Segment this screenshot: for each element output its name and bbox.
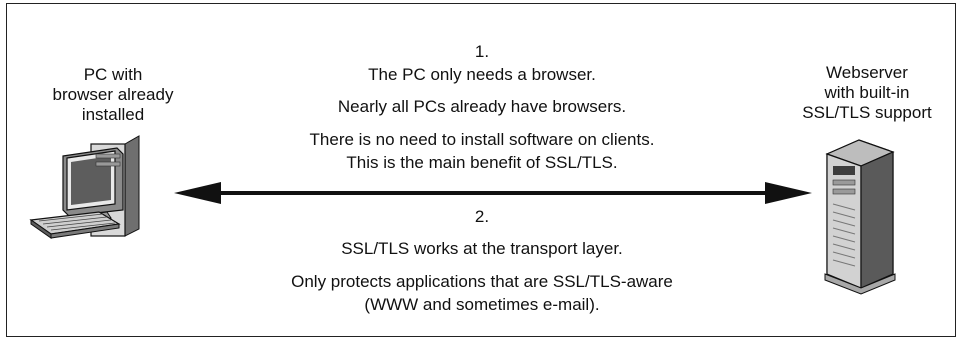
- double-arrow: [174, 182, 812, 204]
- pc-label-line: installed: [81, 105, 145, 124]
- pc-label-line: browser already: [52, 85, 174, 104]
- point-2-number: 2.: [474, 207, 490, 226]
- point-1-number: 1.: [474, 42, 490, 61]
- diagram-frame: PC with browser already installed Webser…: [6, 3, 956, 337]
- pc-label-line: PC with: [83, 65, 143, 84]
- diagram-graphics: [29, 135, 896, 295]
- pc-label: PC with browser already installed: [33, 65, 193, 125]
- server-label-line: SSL/TLS support: [802, 103, 932, 122]
- tower-server-icon: [824, 139, 896, 295]
- server-label-line: Webserver: [826, 63, 908, 82]
- point-2-line: SSL/TLS works at the transport layer.: [341, 239, 623, 258]
- point-2-line: (WWW and sometimes e-mail).: [364, 295, 600, 314]
- point-2-line: Only protects applications that are SSL/…: [291, 272, 673, 291]
- point-1-line: This is the main benefit of SSL/TLS.: [346, 153, 618, 172]
- server-label-line: with built-in: [824, 83, 910, 102]
- point-1-line: There is no need to install software on …: [309, 130, 655, 149]
- server-label: Webserver with built-in SSL/TLS support: [779, 63, 955, 123]
- desktop-pc-icon: [29, 135, 140, 239]
- point-1-line: The PC only needs a browser.: [368, 65, 596, 84]
- point-1-line: Nearly all PCs already have browsers.: [337, 97, 627, 116]
